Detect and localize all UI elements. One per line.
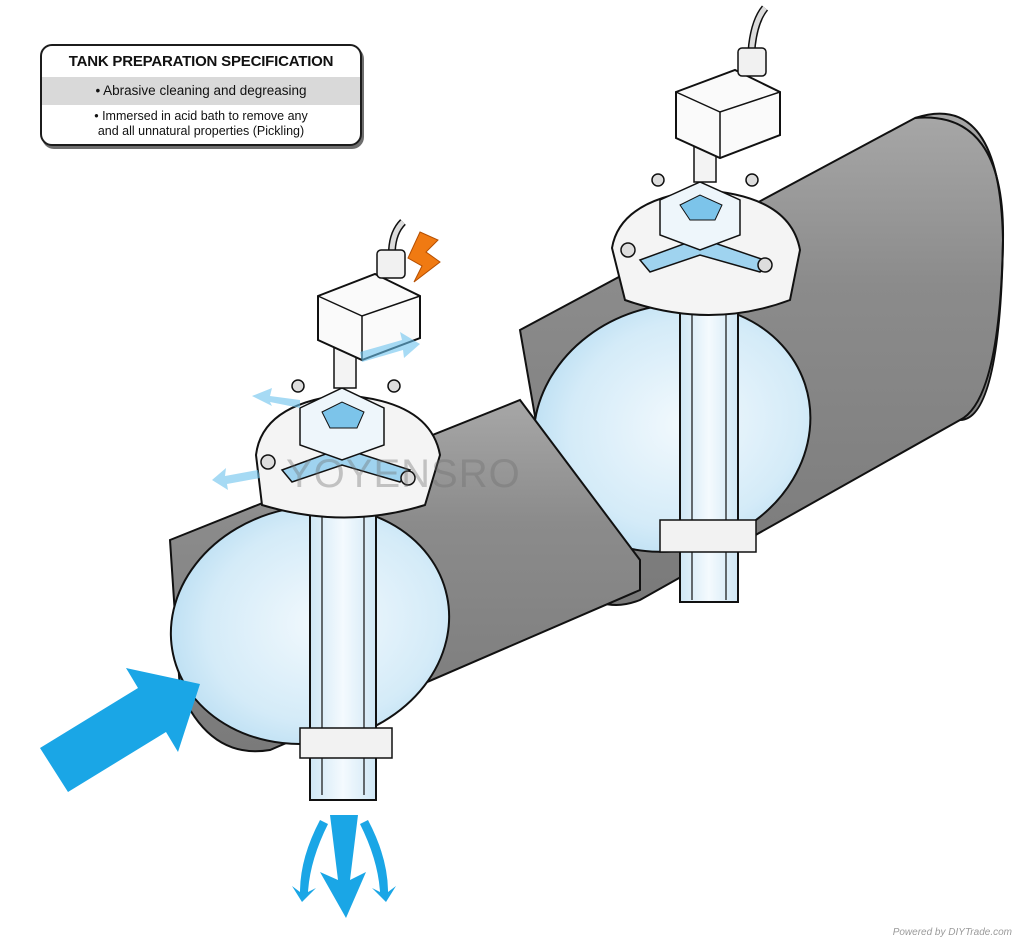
flow-in-arrow-icon [40,668,200,792]
tank-spec-panel: TANK PREPARATION SPECIFICATION • Abrasiv… [40,44,362,146]
spec-title: TANK PREPARATION SPECIFICATION [68,53,334,70]
watermark: YOYENSRO [286,452,521,496]
spec-item-pickling: • Immersed in acid bath to remove any an… [94,109,308,138]
valve-right [610,5,802,603]
spec-item-cleaning: • Abrasive cleaning and degreasing [42,77,360,105]
electric-spark-icon [407,231,441,283]
flow-out-arrow-icon [292,815,396,918]
pipe-right-segment [518,112,1005,606]
valve-left [254,219,442,801]
footer-credit: Powered by DIYTrade.com [892,927,1012,938]
exhaust-arrow-icon [212,332,420,490]
